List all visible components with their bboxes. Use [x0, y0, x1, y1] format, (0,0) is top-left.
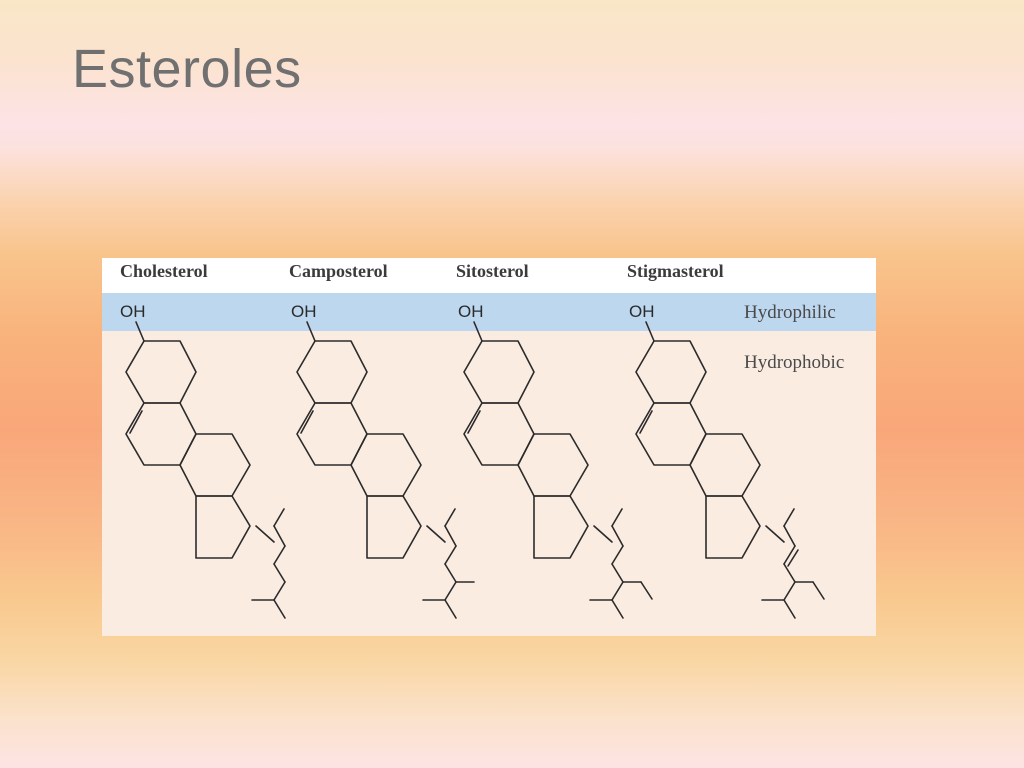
hydrophilic-band	[102, 293, 876, 331]
figure-header-band	[102, 258, 876, 293]
sterol-structures-figure: Cholesterol Camposterol Sitosterol Stigm…	[102, 258, 876, 636]
molecule-name-cholesterol: Cholesterol	[120, 261, 208, 281]
skeleton-stigmasterol	[635, 321, 825, 619]
molecule-name-camposterol: Camposterol	[289, 261, 388, 281]
hydrophobic-label: Hydrophobic	[744, 352, 845, 373]
skeleton-cholesterol	[125, 321, 286, 619]
molecule-name-sitosterol: Sitosterol	[456, 261, 529, 281]
oh-group-label: OH	[629, 302, 655, 321]
hydrophilic-label: Hydrophilic	[744, 302, 836, 323]
molecule-skeletons	[125, 321, 825, 619]
skeleton-sitosterol	[463, 321, 653, 619]
oh-group-label: OH	[291, 302, 317, 321]
slide-title: Esteroles	[72, 39, 302, 99]
molecule-name-stigmasterol: Stigmasterol	[627, 261, 724, 281]
oh-group-label: OH	[458, 302, 484, 321]
skeleton-camposterol	[296, 321, 475, 619]
oh-group-label: OH	[120, 302, 146, 321]
